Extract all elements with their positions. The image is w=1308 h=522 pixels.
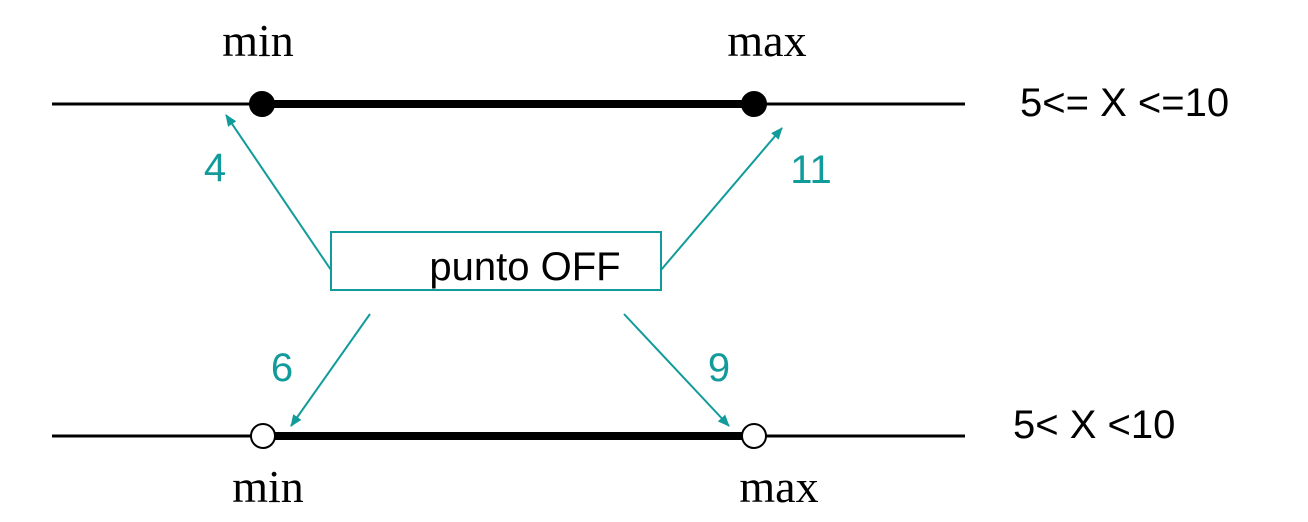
arrow-bottom-right <box>623 313 730 427</box>
bottom-max-point <box>741 423 767 449</box>
arrow-top-right <box>660 127 783 271</box>
off-value-top-left: 4 <box>204 146 226 190</box>
bottom-condition-label: 5< X <10 <box>1013 403 1175 447</box>
arrow-top-left <box>225 114 332 271</box>
arrow-bottom-left <box>290 313 371 427</box>
off-point-values: 4 11 6 9 <box>204 146 832 390</box>
off-point-box: punto OFF <box>330 231 662 291</box>
bottom-min-point <box>250 423 276 449</box>
off-point-box-frame <box>330 231 662 291</box>
bottom-number-line: min max 5< X <10 <box>52 403 1175 512</box>
off-value-bottom-left: 6 <box>271 346 293 390</box>
top-min-point <box>249 91 275 117</box>
off-point-arrows <box>225 114 783 427</box>
bottom-min-label: min <box>232 461 304 512</box>
bottom-max-label: max <box>739 461 818 512</box>
off-value-top-right: 11 <box>790 148 832 192</box>
top-min-label: min <box>222 15 294 66</box>
top-condition-label: 5<= X <=10 <box>1020 81 1229 125</box>
top-max-point <box>741 91 767 117</box>
top-number-line: min max 5<= X <=10 <box>52 15 1229 125</box>
top-max-label: max <box>727 15 806 66</box>
off-value-bottom-right: 9 <box>708 346 730 390</box>
off-point-box-label: punto OFF <box>429 245 620 289</box>
